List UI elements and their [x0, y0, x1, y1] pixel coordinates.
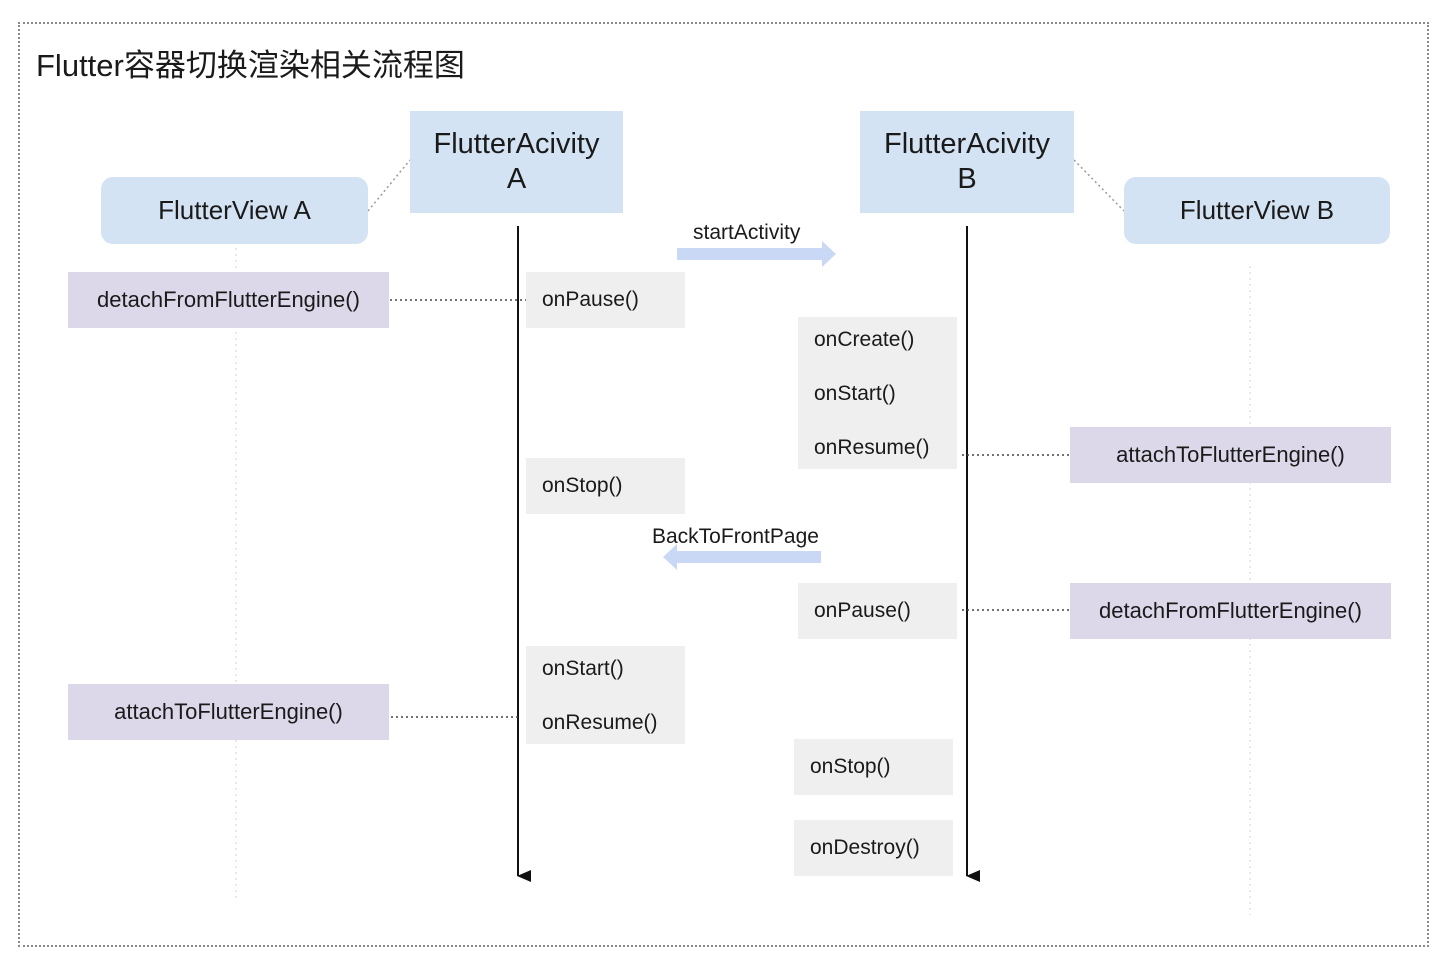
activity-b-view-link: [1073, 159, 1125, 212]
activity-b-launch-group: onCreate() onStart() onResume(): [798, 317, 957, 469]
diagram-title: Flutter容器切换渲染相关流程图: [36, 48, 465, 83]
activity-a-header: FlutterAcivity A: [410, 111, 623, 213]
activity-b-on-resume: onResume(): [814, 436, 930, 459]
activity-b-name: FlutterAcivity: [884, 128, 1050, 160]
activity-b-on-start: onStart(): [814, 382, 896, 405]
activity-b-header: FlutterAcivity B: [860, 111, 1074, 213]
activity-a-on-resume: onResume(): [542, 711, 658, 734]
view-a-detach-engine: detachFromFlutterEngine(): [68, 272, 389, 328]
activity-a-on-start: onStart(): [542, 657, 624, 680]
activity-b-on-create: onCreate(): [814, 328, 915, 351]
activity-a-name: FlutterAcivity: [433, 128, 600, 160]
activity-a-on-stop: onStop(): [526, 458, 685, 514]
activity-a-restart-group: onStart() onResume(): [526, 646, 685, 744]
start-activity-label: startActivity: [693, 221, 801, 244]
flutter-view-b: FlutterView B: [1124, 177, 1390, 244]
back-to-front-arrow: [663, 544, 821, 570]
view-a-attach-engine: attachToFlutterEngine(): [68, 684, 389, 740]
activity-b-letter: B: [957, 163, 977, 195]
activity-b-on-stop: onStop(): [794, 739, 953, 795]
back-to-front-label: BackToFrontPage: [652, 525, 819, 548]
activity-b-on-pause: onPause(): [798, 583, 957, 639]
flutter-view-a: FlutterView A: [101, 177, 368, 244]
activity-b-on-destroy: onDestroy(): [794, 820, 953, 876]
start-activity-arrow: [677, 241, 836, 267]
activity-a-letter: A: [506, 163, 527, 195]
view-b-attach-engine: attachToFlutterEngine(): [1070, 427, 1391, 483]
activity-a-view-link: [367, 159, 411, 212]
view-b-detach-engine: detachFromFlutterEngine(): [1070, 583, 1391, 639]
diagram-frame: [18, 22, 1429, 947]
activity-a-on-pause: onPause(): [526, 272, 685, 328]
